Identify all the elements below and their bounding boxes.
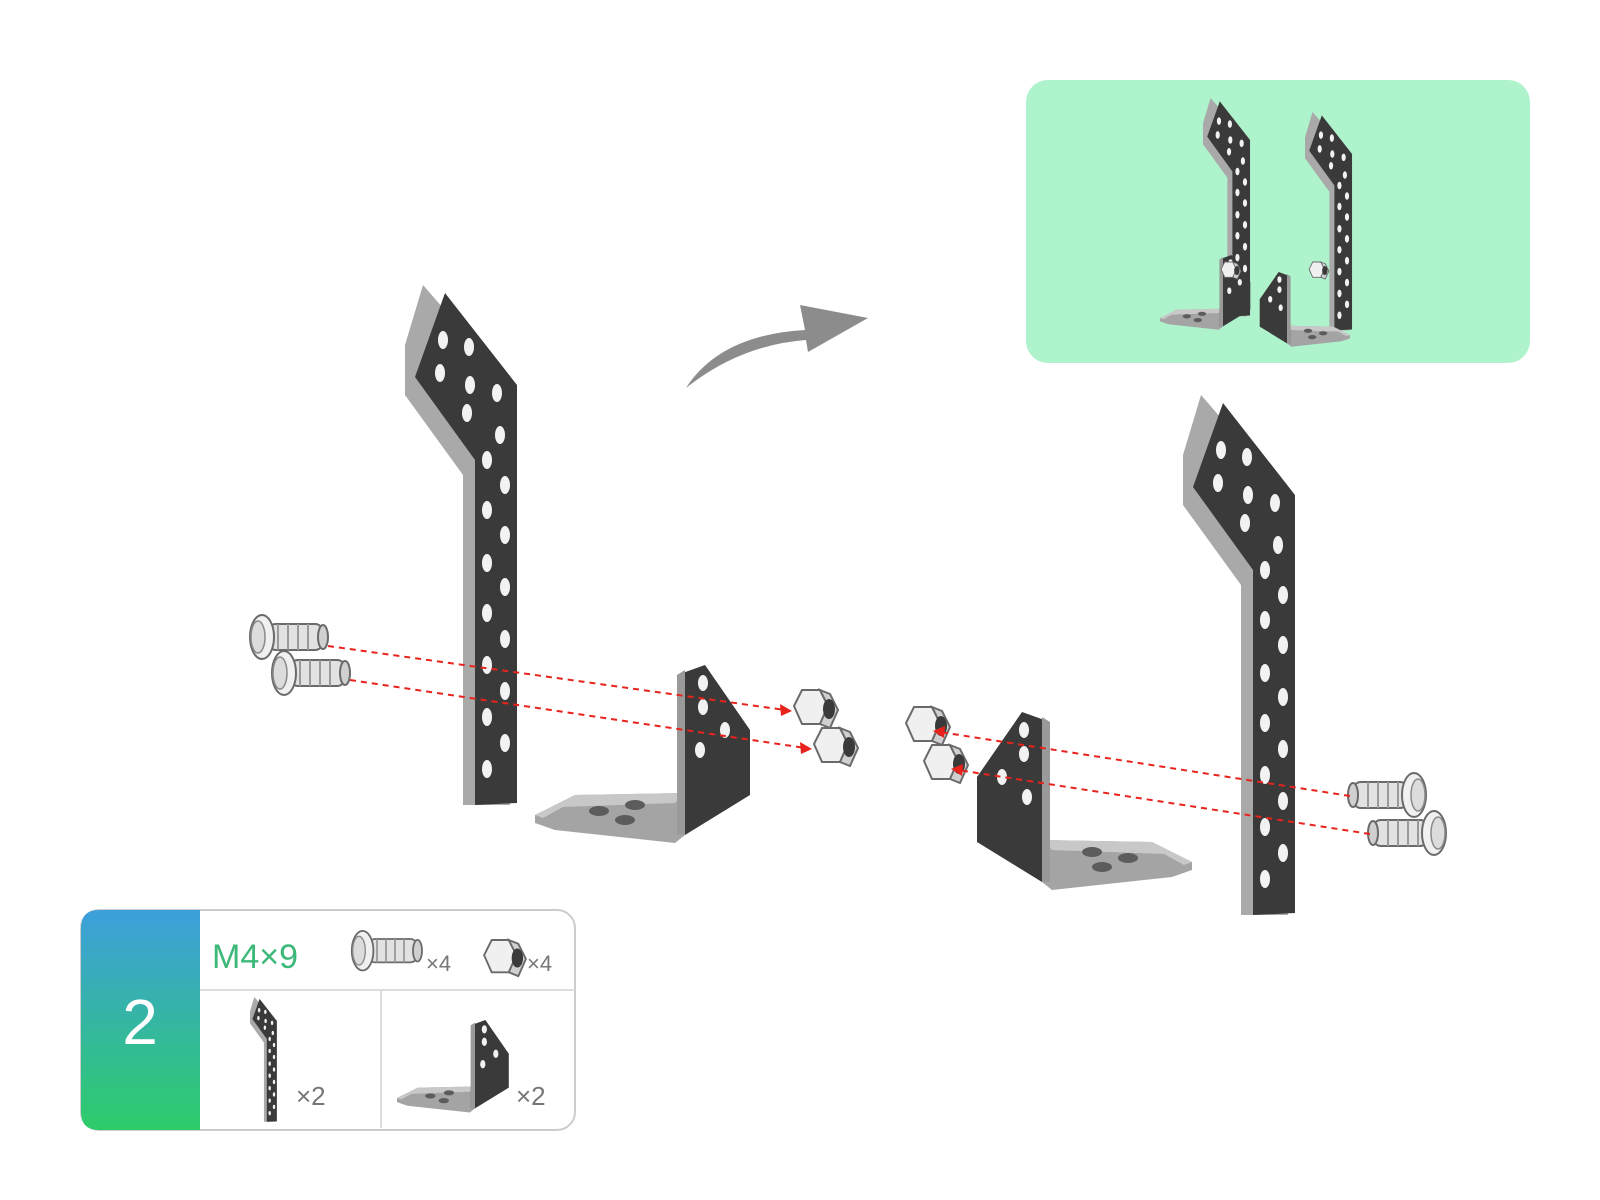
screw-spec-label: M4×9 bbox=[212, 938, 298, 976]
result-preview-panel bbox=[1026, 80, 1530, 363]
left-angle-bracket bbox=[535, 665, 750, 843]
right-nut-2 bbox=[923, 744, 969, 784]
right-long-bracket bbox=[1183, 395, 1295, 915]
right-screw-2 bbox=[1367, 810, 1447, 856]
screw-quantity: ×4 bbox=[426, 951, 451, 976]
angle-bracket-quantity: ×2 bbox=[516, 1081, 546, 1111]
right-nut-1 bbox=[905, 706, 951, 746]
right-screw-1 bbox=[1347, 772, 1427, 818]
left-long-bracket bbox=[405, 285, 517, 805]
left-nut-2 bbox=[813, 727, 859, 767]
nut-quantity: ×4 bbox=[527, 951, 552, 976]
curved-arrow-icon bbox=[686, 305, 868, 388]
parts-list-panel: 2 M4×9 ×4 ×4 ×2 ×2 bbox=[80, 909, 576, 1131]
left-screw-2 bbox=[271, 650, 351, 696]
long-bracket-quantity: ×2 bbox=[296, 1081, 326, 1111]
left-nut-1 bbox=[793, 689, 839, 729]
hex-nut-icon bbox=[483, 939, 527, 978]
step-number: 2 bbox=[122, 986, 158, 1058]
